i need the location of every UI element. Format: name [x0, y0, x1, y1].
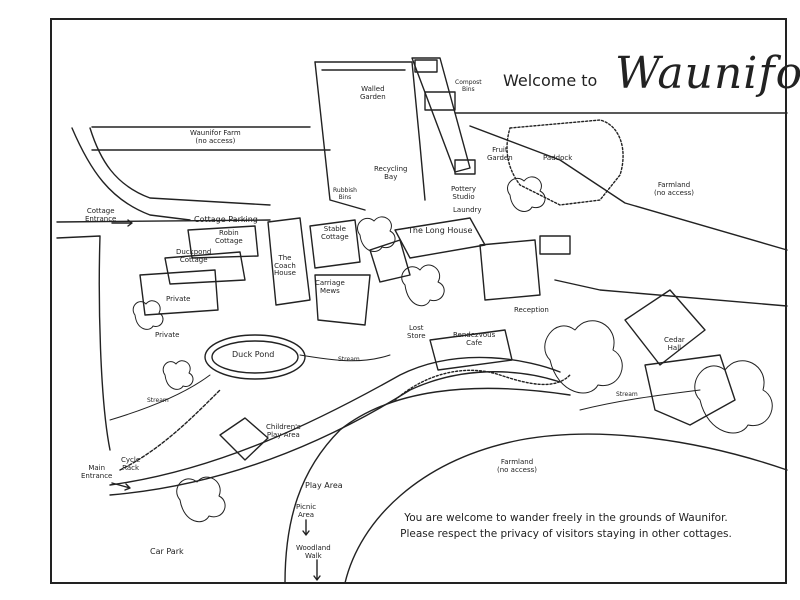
- tree: [132, 300, 164, 330]
- arrow: [313, 559, 321, 581]
- tree: [544, 320, 623, 394]
- private-cottage-building: [139, 269, 219, 316]
- compost-bin: [414, 59, 438, 73]
- label-private-area: Private: [155, 331, 180, 339]
- tree: [162, 360, 194, 390]
- driveway: [284, 387, 571, 584]
- arrow: [111, 482, 131, 491]
- footpath: [119, 389, 221, 471]
- driveway: [109, 356, 561, 486]
- tree: [694, 360, 773, 434]
- stream: [579, 389, 701, 411]
- label-private-cottage: Private: [166, 295, 191, 303]
- duckpond-cottage-building: [164, 251, 246, 285]
- driveway: [109, 371, 561, 496]
- label-stream-west: Stream: [147, 397, 169, 404]
- farm-building: [539, 235, 571, 255]
- compost-building: [411, 57, 471, 173]
- tree: [357, 216, 396, 252]
- label-stream-central: Stream: [338, 356, 360, 363]
- label-play-area: Play Area: [305, 481, 343, 490]
- walled-garden-wall: [314, 61, 366, 211]
- field-boundary: [469, 125, 788, 251]
- footpath: [394, 369, 571, 401]
- label-reception: Reception: [514, 306, 549, 314]
- play-area-hut: [219, 417, 269, 461]
- long-house-building: [394, 217, 486, 259]
- farm-building: [479, 239, 541, 301]
- road-edge: [56, 219, 271, 223]
- tree: [401, 264, 445, 307]
- notice-line-2: Please respect the privacy of visitors s…: [400, 528, 732, 541]
- brand-logo: Waunifor: [615, 48, 800, 99]
- stream: [299, 354, 391, 362]
- carriage-mews-building: [314, 274, 371, 326]
- label-farmland-south: Farmland(no access): [497, 458, 537, 474]
- stream: [109, 374, 211, 421]
- coach-house-building: [267, 217, 311, 306]
- label-cottage-parking: Cottage Parking: [194, 215, 258, 224]
- tree: [507, 176, 546, 212]
- stable-cottage-building: [309, 219, 361, 269]
- welcome-text: Welcome to: [503, 71, 598, 90]
- field-boundary: [554, 279, 788, 307]
- label-farmland-north: Farmland(no access): [654, 181, 694, 197]
- label-waunifor-farm: Waunifor Farm(no access): [190, 129, 241, 145]
- compost-bin: [424, 91, 456, 111]
- road-edge: [89, 127, 271, 206]
- notice-line-1: You are welcome to wander freely in the …: [404, 512, 728, 524]
- label-car-park: Car Park: [150, 547, 184, 556]
- walled-garden-wall: [314, 61, 426, 201]
- visitor-notice: You are welcome to wander freely in the …: [376, 510, 756, 543]
- tree: [176, 476, 226, 523]
- label-stream-east: Stream: [616, 391, 638, 398]
- label-the-long-house: The Long House: [408, 226, 473, 235]
- paddock-fence: [506, 119, 624, 206]
- pottery-studio-building: [454, 159, 476, 175]
- label-duck-pond: Duck Pond: [232, 350, 275, 359]
- arrow: [111, 219, 133, 227]
- cedar-hall-building: [624, 289, 706, 366]
- cedar-hall-building: [644, 354, 736, 426]
- label-paddock: Paddock: [543, 154, 573, 162]
- road-edge: [56, 235, 111, 451]
- road-edge: [71, 127, 191, 221]
- robin-cottage-building: [187, 225, 259, 259]
- arrow: [302, 519, 310, 536]
- rendezvous-cafe-building: [429, 329, 513, 371]
- driveway: [344, 433, 788, 584]
- duck-pond: [211, 340, 299, 374]
- long-house-building: [369, 239, 411, 283]
- duck-pond: [204, 334, 306, 380]
- label-laundry: Laundry: [453, 206, 482, 214]
